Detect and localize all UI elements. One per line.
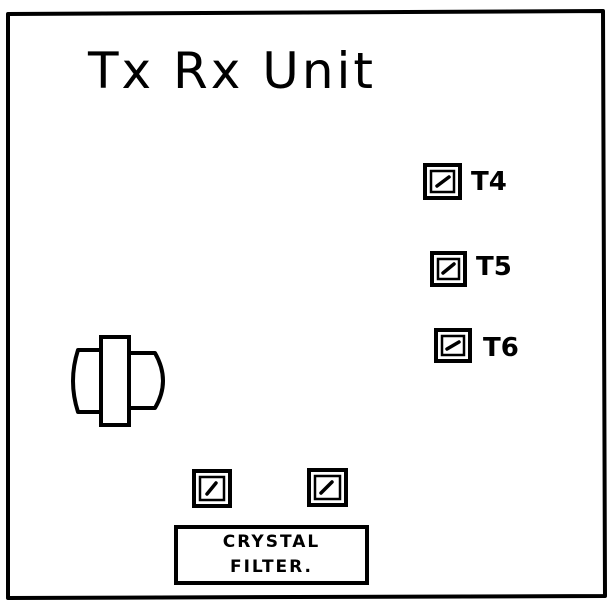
diagram-title: Tx Rx Unit: [88, 42, 377, 100]
board-outline: [6, 9, 607, 600]
t4-label: T4: [471, 167, 507, 197]
filter-trimmer-left-icon: [192, 469, 232, 508]
t6-trimmer-icon: [434, 328, 472, 363]
crystal-filter-label-line1: CRYSTAL: [222, 532, 321, 552]
t4-trimmer-icon: [423, 163, 462, 200]
t5-trimmer-icon: [430, 251, 467, 287]
crystal-filter-label-line2: FILTER.: [229, 557, 314, 577]
cylinder-component-icon: [71, 335, 165, 427]
t5-label: T5: [476, 252, 512, 282]
filter-trimmer-right-icon: [307, 468, 348, 507]
crystal-filter-box: [174, 525, 369, 585]
t6-label: T6: [483, 333, 519, 363]
